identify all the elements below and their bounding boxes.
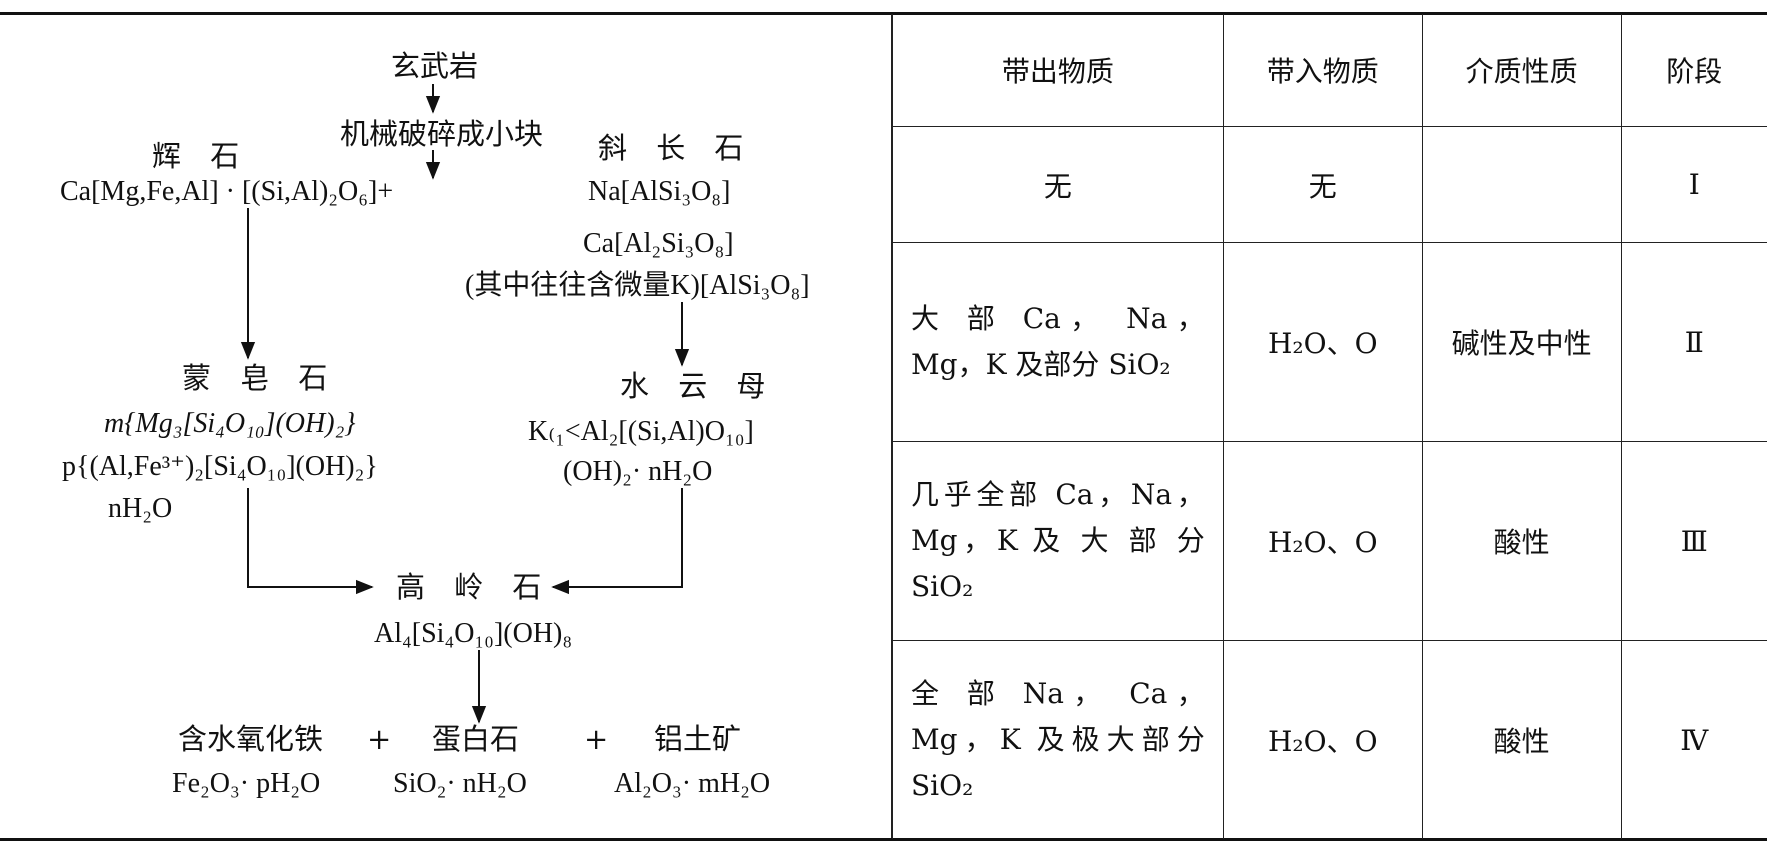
crush-step-label: 机械破碎成小块 <box>340 117 544 151</box>
header-medium: 介质性质 <box>1421 14 1622 127</box>
plagioclase-formula-1: Na[AlSi₃O₈] <box>588 176 731 207</box>
product2-formula: SiO₂· nH₂O <box>393 768 527 799</box>
plagioclase-formula-3: (其中往往含微量K)[AlSi₃O₈] <box>465 270 810 301</box>
pyroxene-name: 辉 石 <box>152 139 250 173</box>
table-row: 全 部 Na， Ca， Mg，K 及极大部分 SiO₂ H₂O、O 酸性 Ⅳ <box>892 640 1767 839</box>
arrow-montmorillonite-to-kaolinite <box>247 488 374 595</box>
table-row: 无 无 Ⅰ <box>892 126 1767 243</box>
plus-sign-2: + <box>584 722 609 756</box>
cell-in: H₂O、O <box>1222 640 1423 839</box>
header-out: 带出物质 <box>892 14 1224 127</box>
kaolinite-formula: Al₄[Si₄O₁₀](OH)₈ <box>374 618 573 649</box>
cell-out: 无 <box>892 126 1224 243</box>
hydromica-formula-2: (OH)₂· nH₂O <box>563 456 713 487</box>
weathering-stage-table: 带出物质 带入物质 介质性质 阶段 无 无 Ⅰ 大 部 Ca， Na， Mg，K… <box>892 14 1767 839</box>
table-row: 几乎全部 Ca，Na， Mg，K 及 大 部 分 SiO₂ H₂O、O 酸性 Ⅲ <box>892 441 1767 641</box>
cell-out: 大 部 Ca， Na， Mg，K 及部分 SiO₂ <box>892 242 1224 442</box>
cell-medium: 酸性 <box>1421 441 1622 641</box>
top-rule <box>0 12 1767 15</box>
hydromica-name: 水 云 母 <box>620 369 776 403</box>
montmorillonite-name: 蒙 皂 石 <box>182 361 338 395</box>
cell-out: 全 部 Na， Ca， Mg，K 及极大部分 SiO₂ <box>892 640 1224 839</box>
cell-medium: 碱性及中性 <box>1421 242 1622 442</box>
plagioclase-name: 斜 长 石 <box>598 131 754 165</box>
product3-formula: Al₂O₃· mH₂O <box>614 768 771 799</box>
cell-in: H₂O、O <box>1222 441 1423 641</box>
pyroxene-formula: Ca[Mg,Fe,Al] · [(Si,Al)₂O₆]+ <box>60 176 394 207</box>
cell-out: 几乎全部 Ca，Na， Mg，K 及 大 部 分 SiO₂ <box>892 441 1224 641</box>
cell-in: H₂O、O <box>1222 242 1423 442</box>
table-header-row: 带出物质 带入物质 介质性质 阶段 <box>892 14 1767 127</box>
hydromica-formula-1: K₍₁<Al₂[(Si,Al)O₁₀] <box>528 416 754 447</box>
divider-line <box>891 14 893 838</box>
header-in: 带入物质 <box>1222 14 1423 127</box>
cell-in: 无 <box>1222 126 1423 243</box>
montmorillonite-formula-1: m{Mg₃[Si₄O₁₀](OH)₂} <box>104 408 356 439</box>
product1-formula: Fe₂O₃· pH₂O <box>172 768 321 799</box>
bottom-rule <box>0 838 1767 841</box>
cell-stage: Ⅱ <box>1620 242 1767 442</box>
plus-sign-1: + <box>367 722 392 756</box>
montmorillonite-formula-3: nH₂O <box>108 493 173 524</box>
flow-arrows <box>240 84 690 724</box>
plagioclase-formula-2: Ca[Al₂Si₃O₈] <box>583 228 734 259</box>
cell-stage: Ⅲ <box>1620 441 1767 641</box>
product2-name: 蛋白石 <box>432 722 520 756</box>
arrow-hydromica-to-kaolinite <box>551 488 683 595</box>
cell-medium <box>1421 126 1622 243</box>
cell-medium: 酸性 <box>1421 640 1622 839</box>
cell-stage: Ⅳ <box>1620 640 1767 839</box>
cell-stage: Ⅰ <box>1620 126 1767 243</box>
product3-name: 铝土矿 <box>654 722 742 756</box>
product1-name: 含水氧化铁 <box>178 722 324 756</box>
rock-label: 玄武岩 <box>391 49 479 83</box>
kaolinite-name: 高 岭 石 <box>396 570 552 604</box>
header-stage: 阶段 <box>1620 14 1767 127</box>
montmorillonite-formula-2: p{(Al,Fe³⁺)₂[Si₄O₁₀](OH)₂} <box>62 451 378 482</box>
table-row: 大 部 Ca， Na， Mg，K 及部分 SiO₂ H₂O、O 碱性及中性 Ⅱ <box>892 242 1767 442</box>
